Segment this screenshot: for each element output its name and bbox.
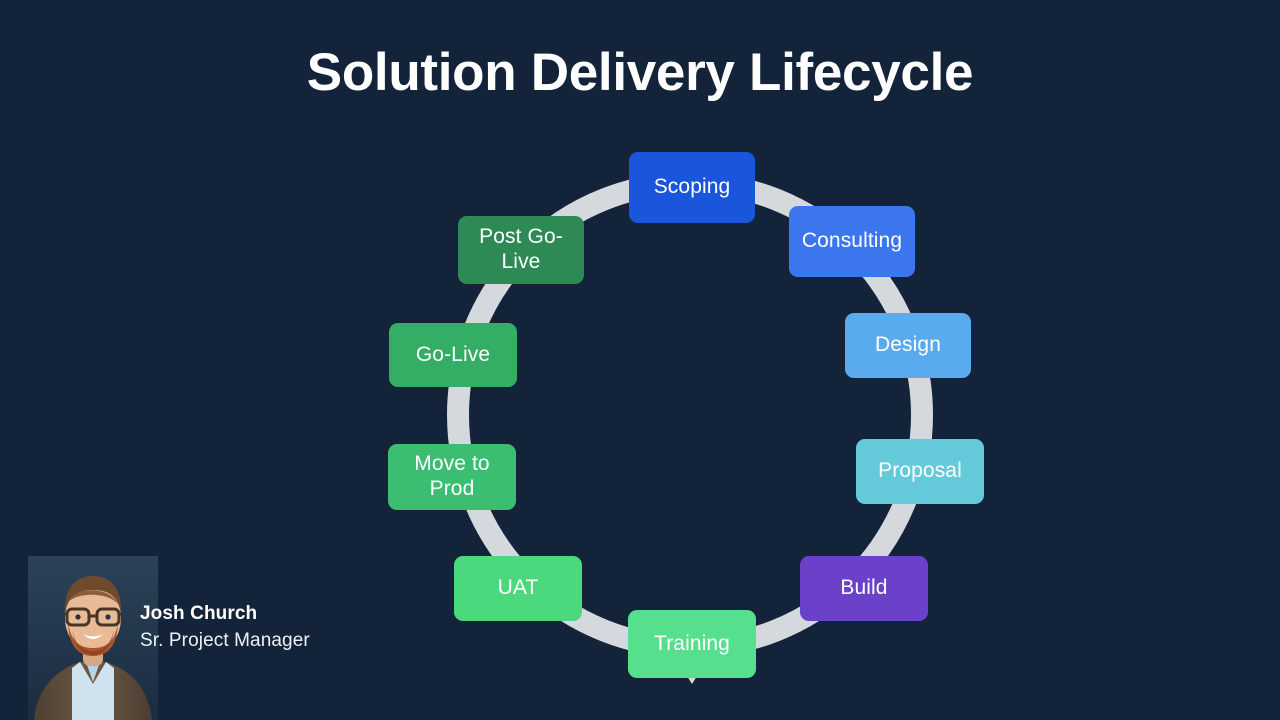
stage-label: Proposal xyxy=(878,459,962,483)
stage-node-scoping[interactable]: Scoping xyxy=(629,152,755,223)
presenter-overlay: Josh Church Sr. Project Manager xyxy=(0,545,360,720)
stage-label: Go-Live xyxy=(415,342,491,366)
stage-label: Build xyxy=(840,576,888,600)
stage-label: Scoping xyxy=(653,175,731,199)
stage-node-uat[interactable]: UAT xyxy=(454,556,582,621)
presenter-text-block: Josh Church Sr. Project Manager xyxy=(140,603,310,652)
stage-node-design[interactable]: Design xyxy=(845,313,971,378)
avatar xyxy=(28,556,158,720)
stage-node-build[interactable]: Build xyxy=(800,556,928,621)
stage-node-move-to-prod[interactable]: Move to Prod xyxy=(388,444,516,510)
stage-node-training[interactable]: Training xyxy=(628,610,756,678)
stage-label: Design xyxy=(875,333,941,357)
stage-label: Consulting xyxy=(801,229,903,253)
stage-node-post-go-live[interactable]: Post Go-Live xyxy=(458,216,584,284)
stage-label: Move to Prod xyxy=(414,452,490,500)
stage-node-proposal[interactable]: Proposal xyxy=(856,439,984,504)
presenter-name: Josh Church xyxy=(140,603,258,625)
presenter-role: Sr. Project Manager xyxy=(140,629,310,651)
stage-label: Post Go-Live xyxy=(479,225,563,273)
stage-label: Training xyxy=(654,631,730,655)
stage-node-consulting[interactable]: Consulting xyxy=(789,206,915,277)
page-title: Solution Delivery Lifecycle xyxy=(306,43,974,102)
stage-label: UAT xyxy=(497,576,539,600)
stage-node-go-live[interactable]: Go-Live xyxy=(389,323,517,387)
